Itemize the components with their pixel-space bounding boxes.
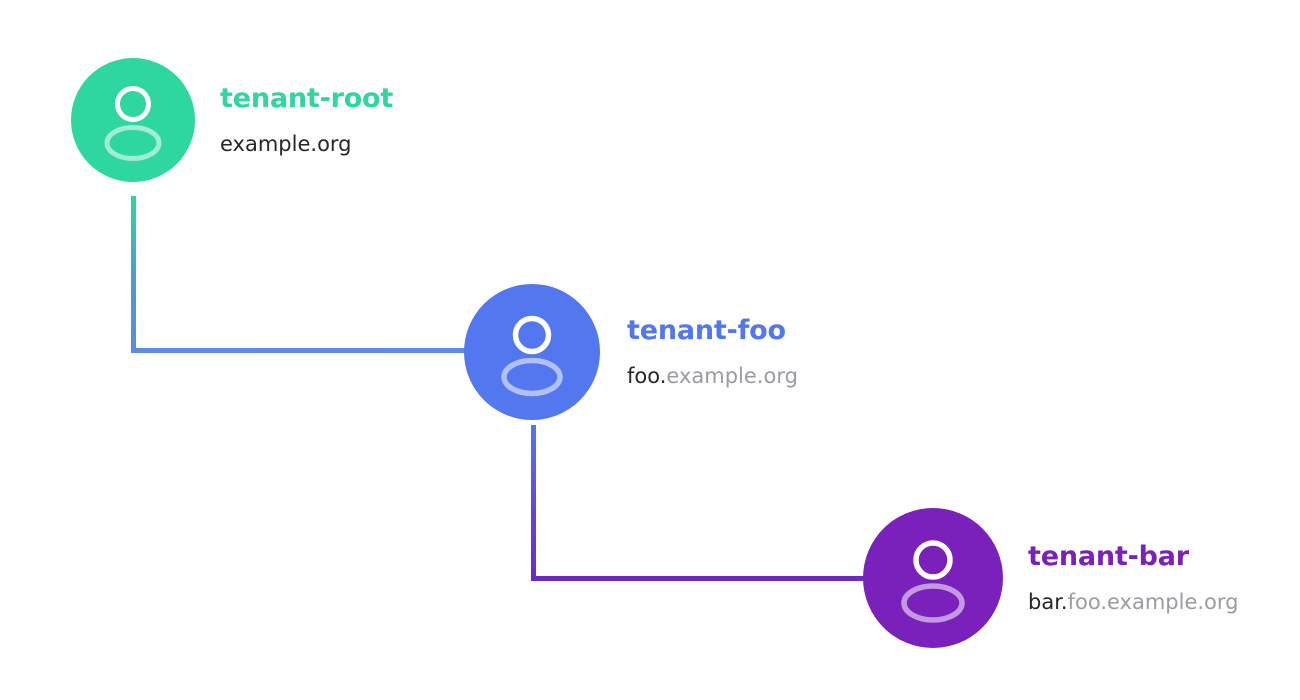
tenant-root-domain: example.org (220, 133, 393, 156)
tenant-foo-domain-suffix: example.org (666, 364, 798, 389)
tenant-bar-title: tenant-bar (1028, 540, 1189, 572)
user-avatar-icon (71, 58, 195, 182)
node-tenant-root[interactable]: tenant-root example.org (71, 58, 393, 182)
tenant-bar-domain-prefix: bar. (1028, 590, 1068, 615)
edge-root-foo (131, 196, 465, 353)
tenant-foo-text: tenant-foo foo.example.org (627, 314, 798, 389)
edge-foo-bar (531, 425, 864, 581)
tenant-foo-title: tenant-foo (627, 314, 786, 346)
tenant-root-domain-suffix: example.org (220, 132, 352, 157)
tenant-root-avatar[interactable] (71, 58, 195, 182)
tenant-bar-domain-suffix: foo.example.org (1067, 590, 1239, 615)
tenant-root-text: tenant-root example.org (220, 82, 394, 157)
tenant-bar-avatar[interactable] (863, 508, 1003, 648)
tenant-foo-domain-prefix: foo. (627, 364, 667, 389)
tenant-foo-avatar[interactable] (464, 284, 600, 420)
tenant-root-title: tenant-root (220, 82, 394, 114)
tenant-bar-domain: bar.foo.example.org (1028, 591, 1239, 614)
user-avatar-icon (863, 508, 1003, 648)
node-tenant-bar[interactable]: tenant-bar bar.foo.example.org (863, 508, 1239, 648)
user-avatar-icon (464, 284, 600, 420)
node-tenant-foo[interactable]: tenant-foo foo.example.org (464, 284, 798, 420)
tenant-bar-text: tenant-bar bar.foo.example.org (1028, 540, 1239, 615)
tenant-foo-domain: foo.example.org (627, 365, 798, 388)
